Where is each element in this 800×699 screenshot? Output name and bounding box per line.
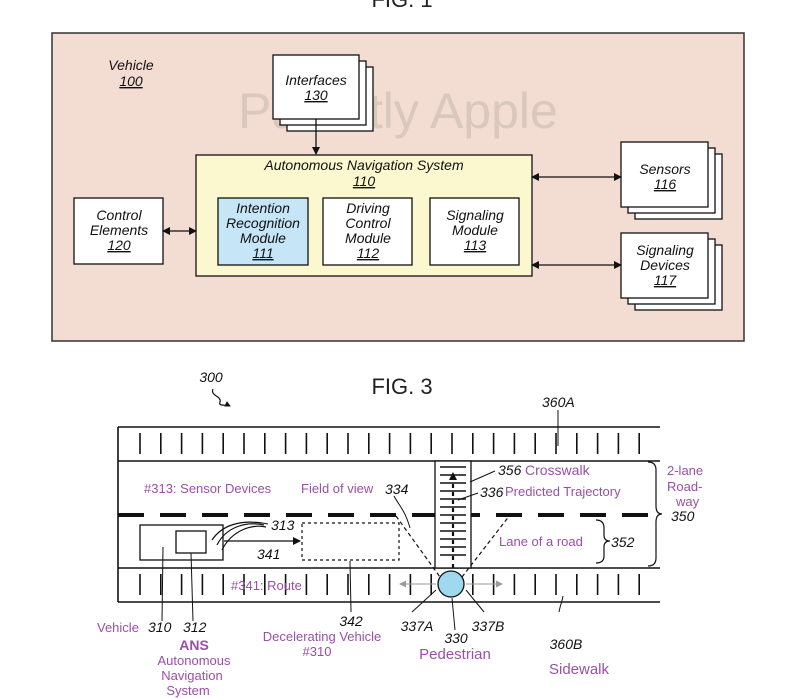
field-of-view-label: Field of view [301, 481, 374, 496]
interfaces-ref: 130 [304, 87, 328, 103]
ref-312: 312 [183, 619, 207, 635]
driving-line3: Module [345, 230, 391, 246]
control-line1: Control [96, 207, 142, 223]
sidewalk-top-ticks [139, 433, 641, 454]
lane-brace-352 [595, 519, 611, 564]
ref-313: 313 [271, 517, 295, 533]
signaling-module-ref: 113 [464, 237, 487, 253]
ref-350: 350 [671, 508, 695, 524]
ans-label: Autonomous Navigation System [263, 157, 464, 173]
decelerating-vehicle-342 [301, 522, 400, 561]
pedestrian-330 [437, 570, 465, 598]
roadway-brace-350 [647, 461, 663, 567]
sensor-arc-2 [216, 523, 265, 546]
fig1-title: FIG. 1 [371, 0, 432, 12]
crosswalk-stripes [440, 466, 466, 556]
ref-341: 341 [257, 546, 280, 562]
ans-line2: Navigation [161, 668, 222, 683]
decel-line2: #310 [303, 644, 332, 659]
roadway-line3: way [675, 494, 700, 509]
leader-336 [457, 492, 479, 501]
control-elements-box [73, 197, 164, 265]
leader-310 [161, 546, 164, 622]
pedestrian-label: Pedestrian [419, 646, 491, 663]
ans-312 [175, 530, 207, 554]
ref-330: 330 [444, 630, 468, 646]
leader-337b [465, 589, 485, 613]
sensors-label: Sensors [639, 161, 690, 177]
leader-334 [393, 495, 411, 529]
ref-360a: 360A [542, 394, 575, 410]
ans-ref: 110 [353, 173, 376, 189]
driving-ref: 112 [357, 245, 380, 261]
ref-334: 334 [385, 481, 409, 497]
field-of-view-line-left [395, 515, 441, 578]
signaling-devices-box: Signaling Devices 117 [620, 232, 723, 311]
ref-352: 352 [611, 534, 635, 550]
ans-line1: Autonomous [158, 653, 231, 668]
driving-module [322, 197, 413, 266]
fig3-title: FIG. 3 [371, 374, 432, 399]
leader-330 [451, 597, 456, 631]
ans-abbr: ANS [179, 637, 209, 653]
ref-342: 342 [339, 613, 363, 629]
intention-line2: Recognition [226, 215, 300, 231]
leader-312 [190, 552, 194, 622]
sensor-arc-1 [211, 521, 263, 541]
driving-line2: Control [345, 215, 391, 231]
intention-line1: Intention [236, 200, 290, 216]
decel-line1: Decelerating Vehicle [263, 629, 382, 644]
interfaces-label: Interfaces [285, 72, 346, 88]
ref-310: 310 [148, 619, 172, 635]
sensors-box: Sensors 116 [620, 141, 723, 220]
signaling-module [429, 197, 520, 266]
sidewalk-bottom-ticks [139, 574, 641, 595]
sidewalk-label: Sidewalk [549, 661, 610, 678]
fig1: FIG. 1 Patently Apple Vehicle 100 Interf… [51, 0, 745, 342]
control-ref: 120 [107, 237, 131, 253]
signaling-devices-line1: Signaling [636, 242, 694, 258]
vehicle-label: Vehicle [108, 57, 154, 73]
ref-337b: 337B [472, 618, 505, 634]
driving-line1: Driving [346, 200, 390, 216]
signaling-module-line2: Module [452, 222, 498, 238]
trajectory-label: Predicted Trajectory [505, 484, 621, 499]
intention-line3: Module [240, 230, 286, 246]
fig3: FIG. 3 300 [97, 369, 703, 698]
signaling-devices-line2: Devices [640, 257, 690, 273]
interfaces-box: Interfaces 130 [272, 54, 374, 132]
route-label: #341: Route [231, 578, 302, 593]
ref-337a: 337A [401, 618, 434, 634]
vehicle-ref: 100 [119, 73, 143, 89]
leader-342 [349, 560, 352, 613]
intention-module [217, 197, 309, 266]
field-of-view-line-right [461, 514, 511, 578]
ref-360b: 360B [550, 636, 583, 652]
ans-line3: System [166, 683, 209, 698]
intention-ref: 111 [252, 245, 273, 261]
roadway-line1: 2-lane [667, 463, 703, 478]
ref-336: 336 [480, 484, 504, 500]
sensors-ref: 116 [654, 176, 677, 192]
signaling-module-line1: Signaling [446, 207, 504, 223]
lane-label: Lane of a road [499, 534, 583, 549]
roadway-line2: Road- [667, 479, 702, 494]
leader-337a [411, 589, 437, 613]
sensor-arc-3 [221, 525, 267, 551]
crosswalk-label: Crosswalk [525, 462, 591, 478]
leader-356 [469, 470, 496, 483]
signaling-devices-ref: 117 [654, 272, 678, 288]
ref-356: 356 [498, 462, 522, 478]
leader-313 [261, 522, 269, 525]
sensor-devices-label: #313: Sensor Devices [144, 481, 272, 496]
fig3-ref-arrow [211, 388, 231, 407]
vehicle-label-310: Vehicle [97, 620, 139, 635]
leader-360b [558, 595, 564, 613]
fig3-ref: 300 [199, 369, 223, 385]
control-line2: Elements [90, 222, 148, 238]
